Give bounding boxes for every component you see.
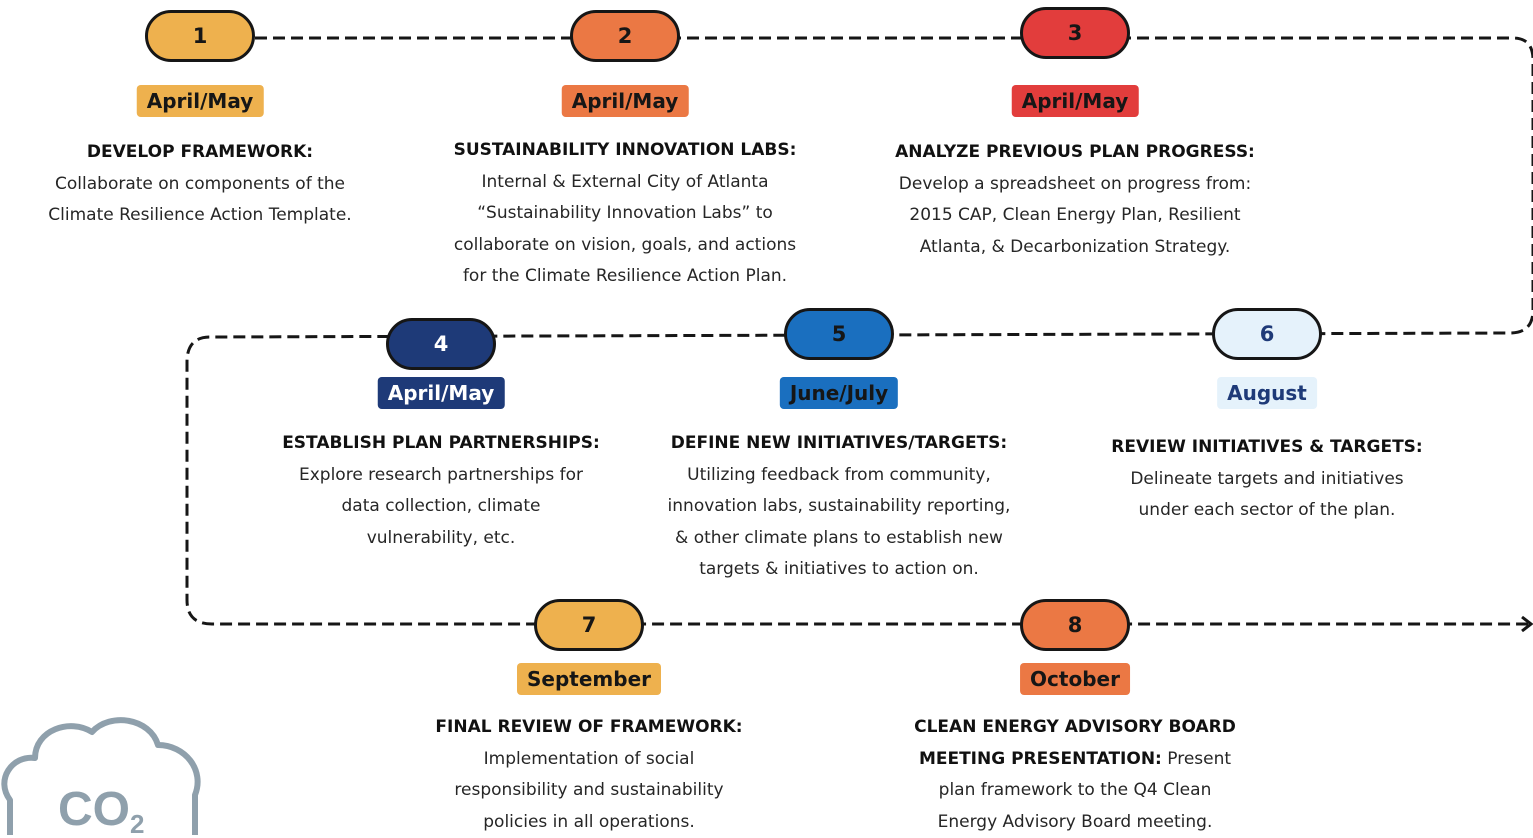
step-date-badge: September: [517, 663, 661, 695]
step-number-pill: 4: [386, 318, 496, 370]
step-date-badge: April/May: [136, 85, 264, 117]
step-date-badge: April/May: [1011, 85, 1139, 117]
step-number-pill: 2: [570, 10, 680, 62]
step-description: SUSTAINABILITY INNOVATION LABS: Internal …: [415, 135, 835, 293]
step-description: DEFINE NEW INITIATIVES/TARGETS: Utilizing…: [629, 428, 1049, 586]
step-number-pill: 8: [1020, 599, 1130, 651]
step-body-line: collaborate on vision, goals, and action…: [453, 234, 797, 255]
step-body-line: 2015 CAP, Clean Energy Plan, Resilient: [909, 205, 1241, 225]
step-title-line: CLEAN ENERGY ADVISORY BOARD: [914, 717, 1236, 737]
step-description: ANALYZE PREVIOUS PLAN PROGRESS: Develop a…: [865, 137, 1285, 263]
step-title: ANALYZE PREVIOUS PLAN PROGRESS:: [895, 142, 1255, 162]
step-body-line: plan framework to the Q4 Clean: [938, 780, 1212, 800]
step-number-pill: 7: [534, 599, 644, 651]
step-number-pill: 3: [1020, 7, 1130, 59]
co2-cloud-icon: CO 2: [1, 717, 201, 835]
step-body-line: Energy Advisory Board meeting.: [937, 811, 1213, 832]
step-body-line: innovation labs, sustainability reportin…: [667, 496, 1011, 516]
step-body-line: for the Climate Resilience Action Plan.: [462, 266, 788, 286]
step-date-badge: June/July: [779, 377, 899, 409]
step-body-line: Internal & External City of Atlanta: [481, 171, 769, 192]
step-body-line: “Sustainability Innovation Labs” to: [477, 203, 773, 223]
step-title-line: MEETING PRESENTATION:: [918, 748, 1162, 769]
step-body-line: Explore research partnerships for: [298, 464, 583, 485]
step-body-line: targets & initiatives to action on.: [699, 559, 979, 579]
step-description: ESTABLISH PLAN PARTNERSHIPS: Explore rese…: [251, 428, 631, 554]
step-body-line: Climate Resilience Action Template.: [48, 205, 352, 225]
step-body-line: Atlanta, & Decarbonization Strategy.: [919, 236, 1231, 257]
step-body-line: data collection, climate: [341, 496, 541, 516]
step-body-line: Utilizing feedback from community,: [687, 464, 991, 485]
arrow-right-icon: [1521, 615, 1533, 633]
step-title: REVIEW INITIATIVES & TARGETS:: [1111, 437, 1423, 457]
cloud-outline: [1, 717, 201, 835]
step-date-badge: October: [1020, 663, 1130, 695]
step-description: REVIEW INITIATIVES & TARGETS: Delineate t…: [1077, 432, 1457, 527]
step-title: ESTABLISH PLAN PARTNERSHIPS:: [282, 433, 600, 453]
co2-label: CO: [58, 783, 130, 835]
step-date-badge: April/May: [561, 85, 689, 117]
step-body-line: responsibility and sustainability: [454, 780, 724, 800]
co2-subscript: 2: [130, 809, 144, 835]
dashed-connector-line: [185, 36, 1533, 626]
step-body-line: Implementation of social: [483, 748, 695, 769]
step-date-badge: April/May: [377, 377, 505, 409]
step-description: FINAL REVIEW OF FRAMEWORK: Implementation…: [399, 712, 779, 838]
step-body-line: under each sector of the plan.: [1138, 500, 1396, 520]
step-body-line: Develop a spreadsheet on progress from:: [898, 173, 1252, 194]
step-title: DEVELOP FRAMEWORK:: [86, 142, 314, 162]
step-title-tail: Present: [1161, 748, 1232, 769]
step-number-pill: 1: [145, 10, 255, 62]
step-number-pill: 5: [784, 308, 894, 360]
step-title: SUSTAINABILITY INNOVATION LABS:: [453, 140, 797, 160]
step-title: DEFINE NEW INITIATIVES/TARGETS:: [670, 433, 1008, 453]
step-body-line: & other climate plans to establish new: [675, 527, 1003, 548]
step-body-line: policies in all operations.: [483, 811, 695, 832]
step-number-pill: 6: [1212, 308, 1322, 360]
step-date-badge: August: [1217, 377, 1317, 409]
step-body-line: Collaborate on components of the: [55, 173, 345, 194]
step-body-line: Delineate targets and initiatives: [1130, 468, 1404, 489]
step-title: FINAL REVIEW OF FRAMEWORK:: [435, 717, 743, 737]
step-description: CLEAN ENERGY ADVISORY BOARD MEETING PRESE…: [885, 712, 1265, 838]
step-description: DEVELOP FRAMEWORK: Collaborate on compone…: [10, 137, 390, 232]
step-body-line: vulnerability, etc.: [366, 527, 516, 548]
